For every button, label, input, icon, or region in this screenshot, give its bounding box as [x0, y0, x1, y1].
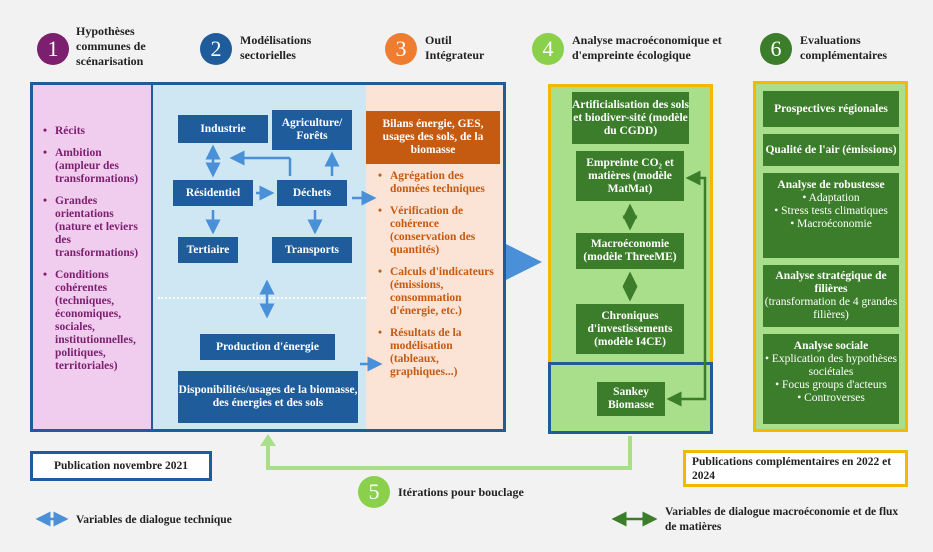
sector-tertiaire: Tertiaire [178, 237, 238, 263]
eval-title: Analyse de robustesse [777, 179, 885, 191]
eval-detail: • Adaptation [802, 192, 860, 204]
eval-robustesse: Analyse de robustesse • Adaptation • Str… [763, 173, 899, 258]
hypotheses-panel: Récits Ambition (ampleur des transformat… [33, 85, 153, 429]
sankey-frame [548, 362, 713, 434]
iteration-arrowhead [260, 434, 276, 446]
eval-title: Analyse sociale [793, 340, 869, 352]
iteration-loop [266, 436, 632, 470]
step-3-title: Outil Intégrateur [425, 33, 485, 62]
legend-technique-label: Variables de dialogue technique [76, 514, 232, 526]
eval-title: Qualité de l'air (émissions) [765, 143, 897, 156]
eval-detail: • Controverses [797, 392, 865, 404]
step-5-circle: 5 [358, 476, 390, 508]
eval-detail: (transformation de 4 grandes filières) [764, 296, 898, 321]
sector-production-energie: Production d'énergie [200, 334, 335, 360]
step-6-circle: 6 [760, 33, 792, 65]
step-2-circle: 2 [200, 33, 232, 65]
hypothesis-item: Grandes orientations (nature et leviers … [41, 195, 145, 260]
sector-residentiel: Résidentiel [173, 180, 253, 206]
eval-detail: • Macroéconomie [790, 218, 872, 230]
integrator-list: Agrégation des données techniques Vérifi… [376, 170, 502, 388]
eval-prospectives: Prospectives régionales [763, 91, 899, 127]
macro-chroniques: Chroniques d'investissements (modèle I4C… [576, 304, 684, 354]
macro-empreinte: Empreinte CO₂ et matières (modèle MatMat… [576, 151, 684, 201]
sector-dechets: Déchets [277, 180, 347, 206]
sector-agriculture: Agriculture/ Forêts [272, 110, 352, 150]
integrator-item: Résultats de la modélisation (tableaux, … [376, 327, 502, 379]
eval-detail: • Explication des hypothèses sociétales [764, 353, 898, 378]
macro-threeme: Macroéconomie (modèle ThreeME) [576, 233, 684, 269]
hypothesis-item: Ambition (ampleur des transformations) [41, 147, 145, 186]
sector-transports: Transports [272, 237, 352, 263]
step-3-circle: 3 [385, 33, 417, 65]
eval-title: Analyse stratégique de filières [775, 270, 887, 295]
integrator-item: Calculs d'indicateurs (émissions, consom… [376, 266, 502, 318]
macro-sankey: Sankey Biomasse [597, 382, 665, 416]
step-1-title: Hypothèses communes de scénarisation [76, 24, 146, 68]
step-4-circle: 4 [532, 33, 564, 65]
integrator-header: Bilans énergie, GES, usages des sols, de… [366, 111, 500, 164]
macro-artificialisation: Artificialisation des sols et biodiver-s… [572, 92, 689, 144]
integrator-item: Agrégation des données techniques [376, 170, 502, 196]
step-5-title: Itérations pour bouclage [398, 485, 524, 499]
eval-detail: • Focus groups d'acteurs [775, 379, 887, 391]
publication-complementaires: Publications complémentaires en 2022 et … [683, 450, 908, 487]
eval-filieres: Analyse stratégique de filières (transfo… [763, 265, 899, 327]
sector-disponibilites: Disponibilités/usages de la biomasse, de… [178, 371, 358, 423]
hypothesis-item: Conditions cohérentes (techniques, écono… [41, 269, 145, 373]
hypothesis-item: Récits [41, 125, 145, 138]
eval-qualite-air: Qualité de l'air (émissions) [763, 134, 899, 166]
arrow-sankey-empreinte [666, 170, 707, 407]
eval-sociale: Analyse sociale • Explication des hypoth… [763, 334, 899, 424]
step-1-circle: 1 [37, 33, 69, 65]
step-4-title: Analyse macroéconomique et d'empreinte é… [572, 33, 722, 62]
eval-title: Prospectives régionales [774, 102, 888, 115]
publication-2021: Publication novembre 2021 [30, 451, 212, 481]
integrator-item: Vérification de cohérence (conservation … [376, 205, 502, 257]
sector-industrie: Industrie [178, 115, 268, 143]
eval-detail: • Stress tests climatiques [774, 205, 888, 217]
step-2-title: Modélisations sectorielles [240, 33, 312, 62]
step-6-title: Evaluations complémentaires [800, 33, 888, 62]
legend-macro-label: Variables de dialogue macroéconomie et d… [665, 506, 899, 533]
